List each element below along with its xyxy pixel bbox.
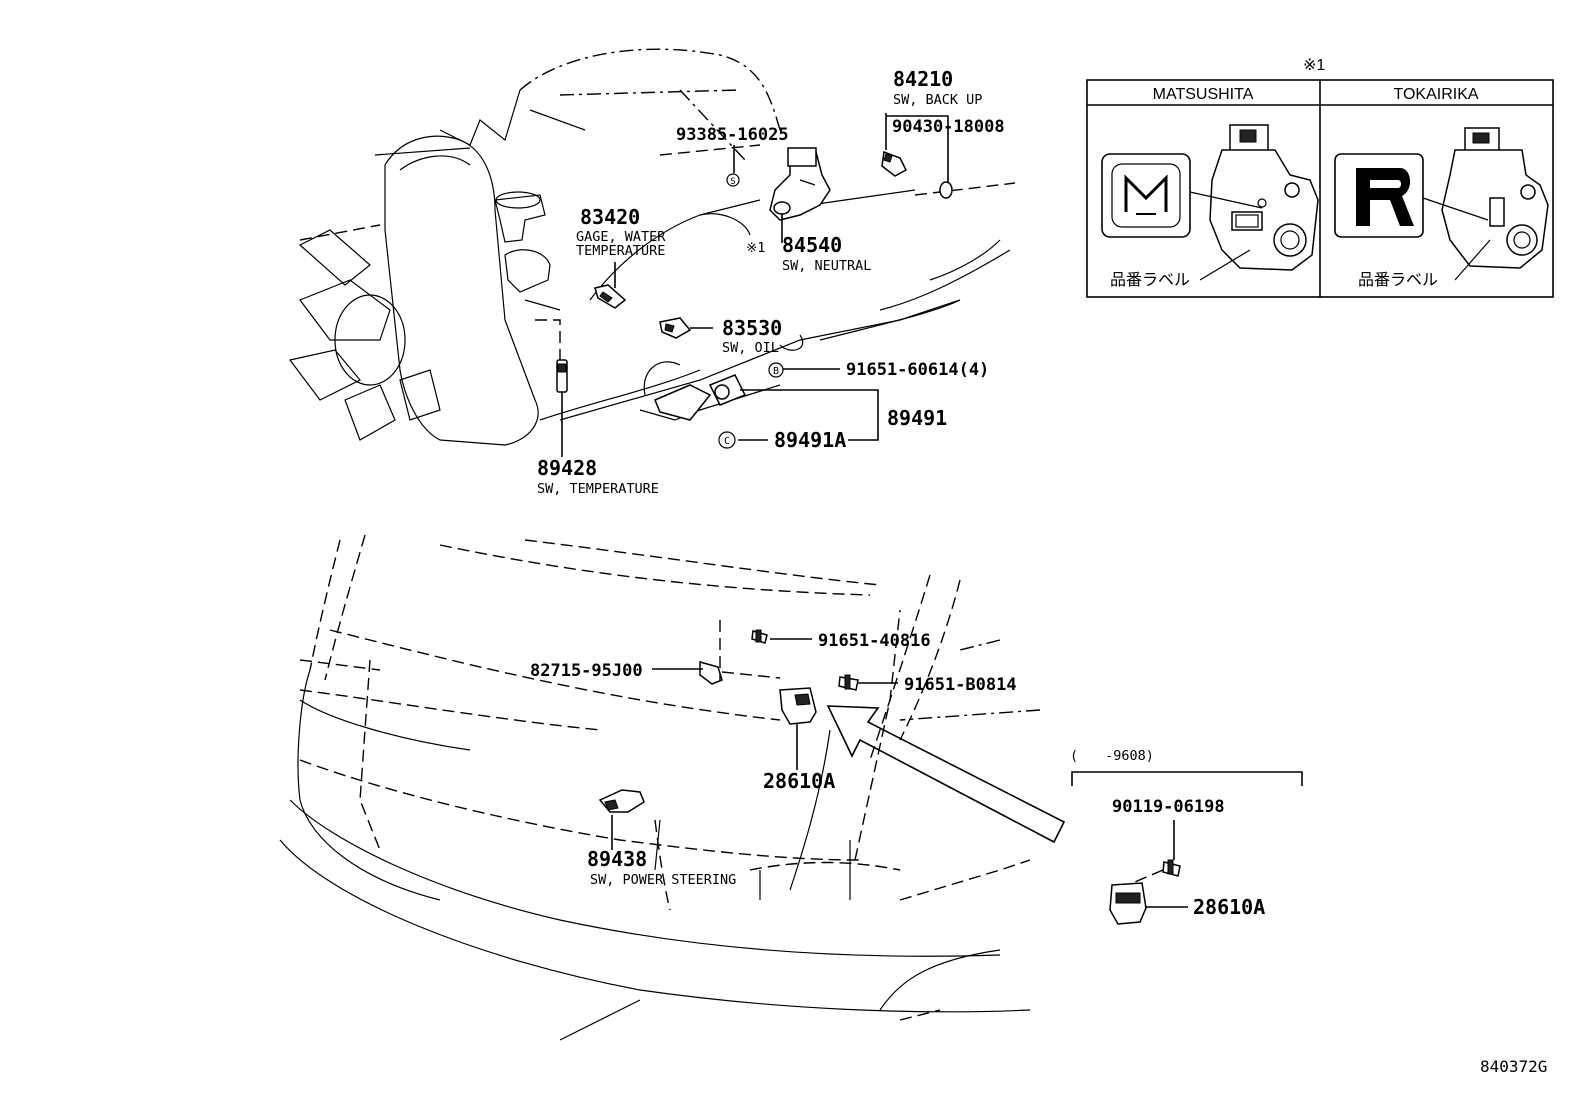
marker-b-letter: B (773, 366, 779, 377)
neutral-switch-icon (769, 147, 831, 221)
tokairika-switch-icon (1422, 127, 1549, 281)
range-note: ( -9608) (1070, 748, 1154, 764)
part-number-91651-b0814: 91651-B0814 (904, 675, 1017, 695)
temperature-switch-icon (556, 359, 568, 393)
diagram-code: 840372G (1480, 1057, 1547, 1076)
desc-89428: SW, TEMPERATURE (537, 481, 659, 497)
part-number-89438: 89438 (587, 847, 647, 871)
note-84540: ※1 (746, 240, 765, 256)
part-number-90119: 90119-06198 (1112, 797, 1225, 817)
part-number-84210: 84210 (893, 67, 953, 91)
part-number-89491: 89491 (887, 406, 947, 430)
svg-text:S: S (730, 177, 735, 187)
sensor-28610a-alt-icon (1109, 882, 1147, 925)
fan-icon (288, 224, 441, 441)
marker-c-letter: C (724, 436, 730, 447)
car-front-illustration (279, 534, 1066, 1041)
part-number-89428: 89428 (537, 456, 597, 480)
part-number-28610a: 28610A (763, 769, 835, 793)
matsushita-logo-icon (1101, 153, 1191, 238)
part-number-84540: 84540 (782, 233, 842, 257)
sender-gauge-icon (654, 374, 747, 421)
marker-c (718, 431, 736, 449)
desc-83420-line2: TEMPERATURE (576, 243, 665, 259)
part-number-93385: 93385-16025 (676, 125, 789, 145)
tokairika-logo-icon (1334, 153, 1424, 238)
leader-lines-car (611, 638, 898, 850)
desc-84210: SW, BACK UP (893, 92, 982, 108)
bracket-82715-icon (699, 661, 781, 685)
inset-label-tokairika: 品番ラベル (1358, 270, 1438, 289)
inset-label-matsushita: 品番ラベル (1110, 270, 1190, 289)
matsushita-switch-icon (1189, 124, 1319, 281)
bolt-91651-40816-icon (751, 629, 768, 644)
part-number-89491A: 89491A (774, 428, 846, 452)
gasket-icon (939, 181, 953, 199)
bolt-91651-b0814-icon (838, 674, 859, 691)
part-number-90430: 90430-18008 (892, 117, 1005, 137)
oil-switch-icon (659, 317, 692, 339)
screw-icon: S (726, 173, 740, 187)
sensor-28610a-icon (719, 620, 817, 725)
part-number-83530: 83530 (722, 316, 782, 340)
desc-83530: SW, OIL (722, 340, 779, 356)
leader-lines-engine (561, 113, 949, 457)
part-number-83420: 83420 (580, 205, 640, 229)
desc-89438: SW, POWER STEERING (590, 872, 736, 888)
part-number-91651-40816: 91651-40816 (818, 631, 931, 651)
direction-arrow-icon (826, 705, 1066, 844)
part-number-28610a-alt: 28610A (1193, 895, 1265, 919)
desc-83420-line1: GAGE, WATER (576, 229, 666, 245)
part-number-91651-60614: 91651-60614(4) (846, 360, 989, 380)
water-temperature-gauge-icon (594, 284, 627, 309)
inset-note: ※1 (1303, 57, 1325, 74)
inset-col-matsushita: MATSUSHITA (1153, 86, 1254, 103)
engine-illustration (288, 48, 1016, 446)
marker-b (768, 362, 784, 378)
part-number-82715: 82715-95J00 (530, 661, 643, 681)
range-inset: ( -9608) 90119-06198 28610A (1070, 748, 1303, 925)
inset-table: ※1 MATSUSHITA TOKAIRIKA 品番ラベル (1086, 57, 1554, 298)
inset-col-tokairika: TOKAIRIKA (1393, 86, 1478, 103)
desc-84540: SW, NEUTRAL (782, 258, 871, 274)
back-up-switch-icon (881, 150, 907, 177)
bolt-90119-icon (1129, 859, 1181, 885)
power-steering-switch-icon (598, 789, 645, 813)
